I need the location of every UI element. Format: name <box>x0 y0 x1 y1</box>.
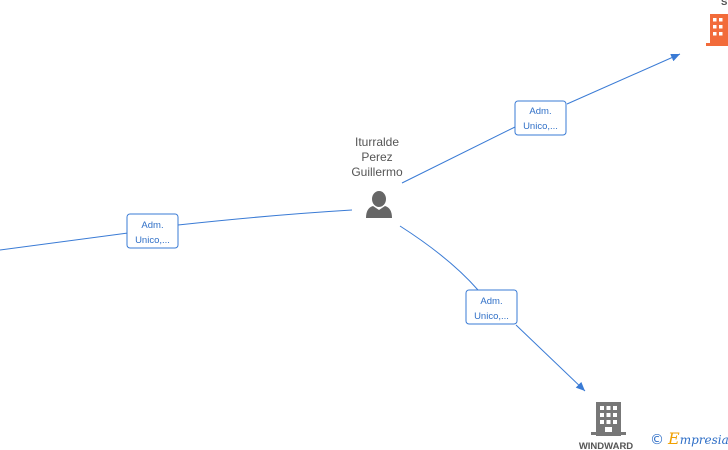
person-name-line: Perez <box>361 150 392 164</box>
building-icon <box>591 402 626 436</box>
copyright-symbol: © <box>650 432 664 448</box>
edge-label-line: Adm. <box>529 106 551 117</box>
person-name-line: Guillermo <box>351 165 403 179</box>
edge-label-line: Unico,... <box>523 121 558 132</box>
edge-label-bottom[interactable]: Adm. Unico,... <box>465 289 518 325</box>
brand-logo-text: mpresia <box>679 433 728 447</box>
company-label: WINDWARD <box>579 441 633 450</box>
building-icon <box>706 14 728 46</box>
person-name-line: Iturralde <box>355 135 399 149</box>
edge-label-line: Adm. <box>141 220 163 231</box>
person-icon <box>366 191 392 218</box>
edge-label-left[interactable]: Adm. Unico,... <box>126 213 179 249</box>
edge-label-line: Unico,... <box>135 235 170 246</box>
edge-label-top-right[interactable]: Adm. Unico,... <box>514 100 567 136</box>
company-node-windward[interactable]: WINDWARD <box>579 402 633 450</box>
edge-line-bottom <box>399 225 585 391</box>
brand-logo-initial: E <box>668 429 680 448</box>
person-node[interactable]: Iturralde Perez Guillermo <box>351 135 403 218</box>
edge-line-top-right <box>401 54 680 184</box>
copyright-watermark: ©Empresia <box>650 429 728 449</box>
edge-label-line: Unico,... <box>474 311 509 322</box>
edge-line-left <box>0 209 353 251</box>
company-node-sl[interactable]: SL <box>706 0 728 46</box>
company-label: SL <box>721 0 728 8</box>
edge-label-line: Adm. <box>480 296 502 307</box>
